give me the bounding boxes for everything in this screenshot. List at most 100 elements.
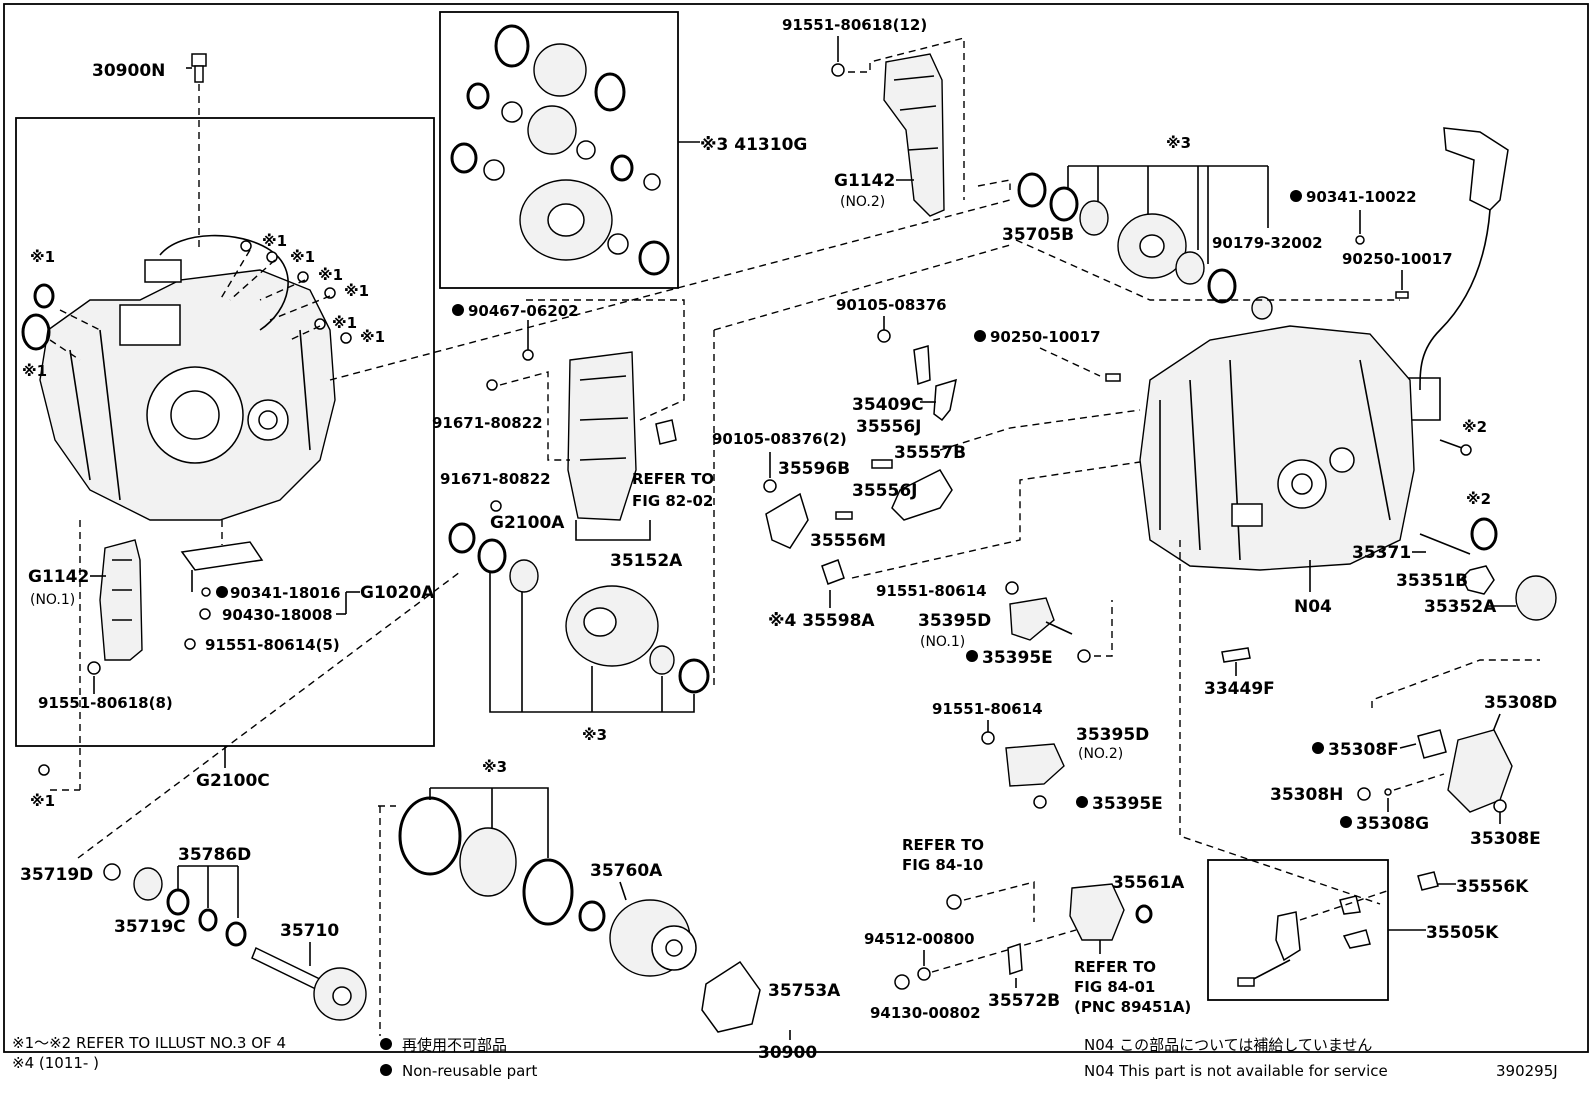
seal-ring-icon [33,283,55,309]
label-91551-80614-5: 91551-80614(5) [205,636,340,654]
bolt-icon [38,764,50,776]
label-35395e: 35395E [982,648,1053,668]
label-90105-08376-2: 90105-08376(2) [712,430,847,448]
label-91551-80614: 91551-80614 [932,700,1043,718]
non-reusable-dot [1340,816,1352,828]
manual-valve-lever-icon [891,469,953,521]
bolt-icon [199,608,211,620]
non-reusable-dot [966,650,978,662]
label-35556j: 35556J [852,481,917,501]
label-35395d-no1: 35395D [918,611,991,631]
label-x1: ※1 [22,362,47,380]
label-n04: N04 [1294,597,1332,617]
label-refer-fig-82-02: REFER TO [632,470,714,488]
label-35395e: 35395E [1092,794,1163,814]
washer-icon [917,967,931,981]
label-refer-fig-82-02: FIG 82-02 [632,492,713,510]
bolt-icon [946,894,962,910]
gear-icon [1515,575,1557,621]
legend-n04-en: N04 This part is not available for servi… [1084,1062,1388,1080]
differential-assembly-icon [477,538,710,694]
bolt-cluster-icon [240,240,352,344]
bearing-icon [133,867,163,901]
label-35308e: 35308E [1470,829,1541,849]
bearing-race-icon [398,796,462,876]
seal-ring-icon [1017,172,1047,208]
label-g1142-no2-sub: (NO.2) [840,194,885,210]
label-g2100a: G2100A [490,513,565,533]
label-35760a: 35760A [590,861,663,881]
pin-icon [835,511,853,520]
clip-icon [821,559,845,585]
label-g2100c: G2100C [196,771,270,791]
bolt-icon [1007,942,1023,976]
label-91551-80618-12: 91551-80618(12) [782,16,927,34]
wire-harness-icon [1403,127,1509,421]
label-35572b: 35572B [988,991,1060,1011]
label-refer-fig-84-01: (PNC 89451A) [1074,998,1191,1016]
label-35710: 35710 [280,921,339,941]
o-ring-icon [1077,649,1091,663]
oil-strainer-cover-icon [567,351,637,521]
transaxle-housing-left-icon [39,234,336,521]
label-35561a: 35561A [1112,873,1185,893]
input-shaft-icon [251,946,367,1021]
label-94512-00800: 94512-00800 [864,930,975,948]
detent-spring-icon [933,378,957,422]
thrust-washer-icon [225,921,247,947]
label-x1: ※1 [344,282,369,300]
label-x3: ※3 [1166,134,1191,152]
outer-frame [3,3,1589,1053]
pin-icon [1105,373,1121,382]
label-x2: ※2 [1466,490,1491,508]
clip-icon [1417,871,1439,891]
label-35719d: 35719D [20,865,93,885]
non-reusable-dot [1312,742,1324,754]
seal-ring-icon [1470,517,1498,551]
label-91551-80618-8: 91551-80618(8) [38,694,173,712]
bolt-icon [87,661,101,675]
label-refer-fig-84-10: REFER TO [902,836,984,854]
label-35409c: 35409C [852,395,924,415]
label-35395d-no2: 35395D [1076,725,1149,745]
label-35753a: 35753A [768,981,841,1001]
label-41310g: ※3 41310G [700,135,807,155]
o-ring-icon [103,863,121,881]
seal-ring-icon [578,900,606,932]
bolt-icon [1493,799,1507,813]
clip-icon [1221,647,1251,663]
parking-lock-rod-icon [1237,895,1371,987]
label-35786d: 35786D [178,845,251,865]
bolt-icon [763,479,777,493]
label-35557b: 35557B [894,443,966,463]
label-90341-18016: 90341-18016 [230,584,341,602]
label-30900: 30900 [758,1043,817,1063]
label-35719c: 35719C [114,917,186,937]
planetary-gear-icon [609,899,697,977]
non-reusable-dot [216,586,228,598]
speed-sensor-icon [1005,743,1065,787]
valve-plate-no2-icon [883,53,945,217]
label-35395d-no1-sub: (NO.1) [920,634,965,650]
note-range: ※4 (1011- ) [12,1054,99,1072]
label-x1: ※1 [290,248,315,266]
label-94130-00802: 94130-00802 [870,1004,981,1022]
non-reusable-dot [1290,190,1302,202]
label-90250-10017: 90250-10017 [1342,250,1453,268]
seal-icon [1417,729,1447,759]
plug-icon [1355,235,1365,245]
legend-non-reusable-en: Non-reusable part [402,1062,537,1080]
label-g1020a: G1020A [360,583,435,603]
clip-icon [522,349,534,361]
thrust-washer-icon [198,908,218,932]
label-33449f: 33449F [1204,679,1275,699]
label-35351b: 35351B [1396,571,1468,591]
label-35505k: 35505K [1426,923,1499,943]
label-35596b: 35596B [778,459,850,479]
differential-kit-icon [450,24,670,276]
bearing-icon [459,827,517,897]
bolt-icon [1460,444,1472,456]
diff-kit-box [439,11,679,289]
label-90179-32002: 90179-32002 [1212,234,1323,252]
non-reusable-legend-dot [380,1038,392,1050]
